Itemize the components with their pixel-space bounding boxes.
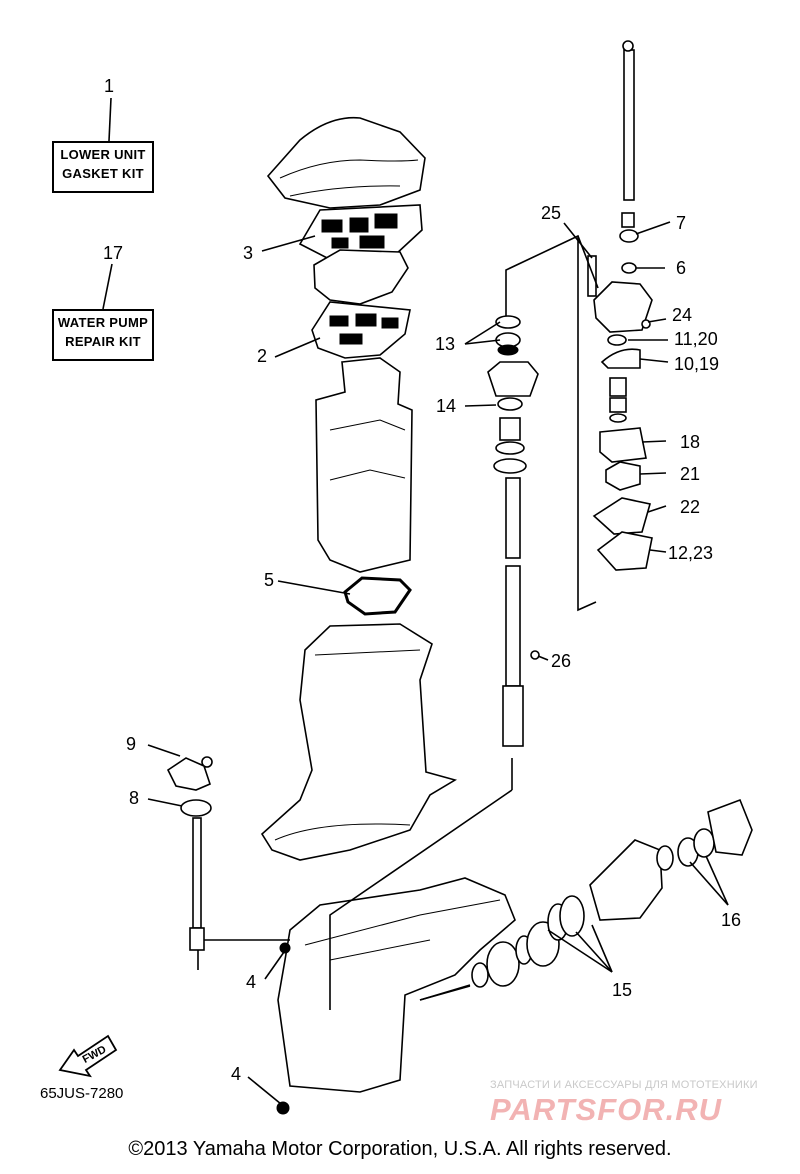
callout-12-23: 12,23 (668, 543, 713, 563)
callout-26: 26 (551, 651, 571, 671)
fwd-arrow: FWD (58, 1034, 118, 1078)
callout-21: 21 (680, 464, 700, 484)
callout-9: 9 (126, 734, 136, 754)
callout-3: 3 (243, 243, 253, 263)
kit-1-leader (108, 97, 112, 142)
top-cover (266, 116, 426, 209)
watermark-tagline: ЗАПЧАСТИ И АКСЕССУАРЫ ДЛЯ МОТОТЕХНИКИ (490, 1079, 758, 1091)
callout-8: 8 (129, 788, 139, 808)
circlip-26 (530, 650, 540, 660)
o-ring-14 (497, 397, 523, 411)
gasket-5 (343, 576, 412, 616)
callout-leaders (147, 221, 729, 1105)
kit-number-1: 1 (104, 76, 114, 96)
callout-25: 25 (541, 203, 561, 223)
callout-24: 24 (672, 305, 692, 325)
kit-line: WATER PUMP (57, 315, 149, 330)
lower-unit-gasket-kit-label: LOWER UNIT GASKET KIT (52, 141, 154, 193)
bolt-4-upper (279, 942, 291, 954)
watermark-logo: PARTSFOR.RU (490, 1092, 723, 1127)
water-pump-repair-kit-label: WATER PUMP REPAIR KIT (52, 309, 154, 361)
kit-line: LOWER UNIT (60, 147, 146, 162)
drive-shaft (502, 477, 524, 790)
callout-4-lower: 4 (231, 1064, 241, 1084)
shift-linkage (166, 756, 213, 951)
callout-5: 5 (264, 570, 274, 590)
gasket-2 (311, 301, 411, 359)
kit-17-leader (102, 263, 113, 310)
callout-10-19: 10,19 (674, 354, 719, 374)
callout-16: 16 (721, 910, 741, 930)
bolt-4-lower (276, 1101, 290, 1115)
adapter-plate (313, 249, 409, 305)
callout-2: 2 (257, 346, 267, 366)
water-pump-parts (587, 212, 653, 571)
callout-22: 22 (680, 497, 700, 517)
callout-18: 18 (680, 432, 700, 452)
callout-4-upper: 4 (246, 972, 256, 992)
callout-15: 15 (612, 980, 632, 1000)
callout-6: 6 (676, 258, 686, 278)
callout-13: 13 (435, 334, 455, 354)
propeller-shaft-parts (419, 798, 753, 1001)
kit-number-17: 17 (103, 243, 123, 263)
bearing-housing-13 (487, 315, 539, 397)
lower-casing (277, 877, 516, 1093)
copyright-notice: ©2013 Yamaha Motor Corporation, U.S.A. A… (128, 1138, 672, 1160)
callout-7: 7 (676, 213, 686, 233)
sleeve-stack (493, 417, 527, 474)
upper-casing (260, 623, 458, 861)
exhaust-guide (315, 357, 413, 573)
kit-line: REPAIR KIT (65, 334, 141, 349)
callout-14: 14 (436, 396, 456, 416)
diagram-code: 65JUS-7280 (40, 1085, 124, 1102)
callout-11-20: 11,20 (674, 329, 718, 349)
kit-line: GASKET KIT (62, 166, 144, 181)
water-tube (622, 40, 635, 201)
